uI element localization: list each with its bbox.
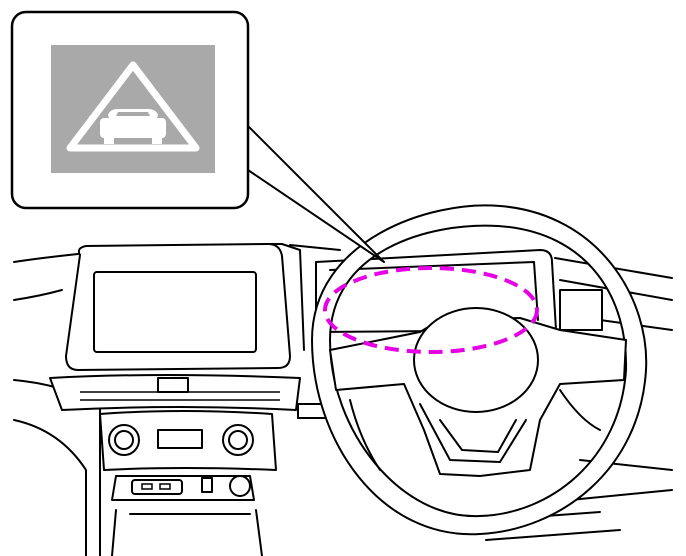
highlight-ellipse — [323, 266, 539, 354]
instrument-cluster — [297, 249, 603, 419]
steering-wheel — [311, 204, 648, 536]
vehicle-warning-triangle-icon — [66, 61, 200, 152]
callout-pointer — [239, 117, 385, 263]
center-display — [65, 243, 305, 371]
callout-box — [10, 10, 250, 210]
center-stack — [49, 374, 301, 556]
